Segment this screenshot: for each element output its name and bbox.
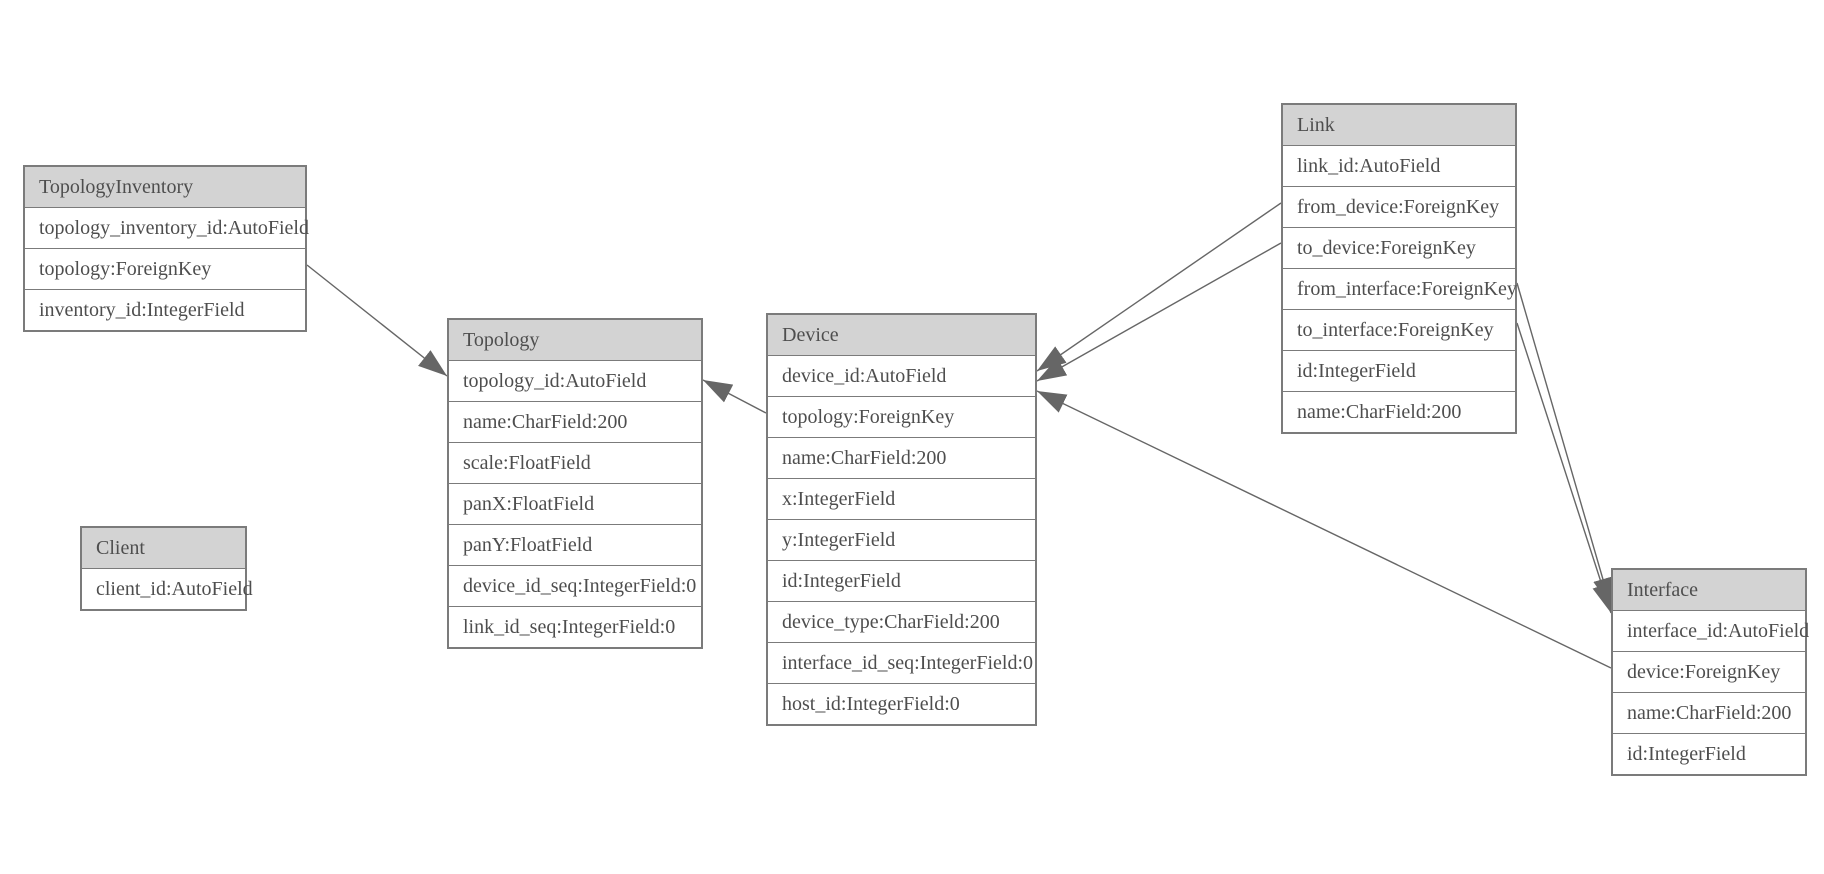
edge-topologyinventory-topology: [306, 264, 448, 377]
field-device-x: x:IntegerField: [768, 479, 1035, 520]
field-topology-id: topology_id:AutoField: [449, 361, 701, 402]
field-topology-panx: panX:FloatField: [449, 484, 701, 525]
field-client-id: client_id:AutoField: [82, 569, 253, 609]
entity-client: Client client_id:AutoField: [80, 526, 253, 611]
field-link-name: name:CharField:200: [1283, 392, 1515, 432]
field-topology-device-id-seq: device_id_seq:IntegerField:0: [449, 566, 701, 607]
field-link-id-auto: link_id:AutoField: [1283, 146, 1515, 187]
field-device-host-id: host_id:IntegerField:0: [768, 684, 1035, 724]
entity-link-title: Link: [1283, 105, 1515, 146]
field-device-id-auto: device_id:AutoField: [768, 356, 1035, 397]
field-link-to-device: to_device:ForeignKey: [1283, 228, 1515, 269]
field-topology-scale: scale:FloatField: [449, 443, 701, 484]
entity-topology-inventory: TopologyInventory topology_inventory_id:…: [23, 165, 309, 332]
edge-link-tointerface-interface: [1516, 322, 1612, 614]
entity-device-title: Device: [768, 315, 1035, 356]
entity-topology-title: Topology: [449, 320, 701, 361]
field-link-from-interface: from_interface:ForeignKey: [1283, 269, 1517, 310]
entity-device: Device device_id:AutoField topology:Fore…: [766, 313, 1037, 726]
field-device-y: y:IntegerField: [768, 520, 1035, 561]
field-interface-name: name:CharField:200: [1613, 693, 1805, 734]
field-topology-inventory-inventory-id: inventory_id:IntegerField: [25, 290, 305, 330]
entity-interface-title: Interface: [1613, 570, 1805, 611]
entity-client-title: Client: [82, 528, 245, 569]
field-interface-id-auto: interface_id:AutoField: [1613, 611, 1809, 652]
edge-device-topology: [702, 379, 767, 414]
edge-link-todevice-device: [1036, 242, 1282, 382]
entity-interface: Interface interface_id:AutoField device:…: [1611, 568, 1809, 776]
field-device-interface-id-seq: interface_id_seq:IntegerField:0: [768, 643, 1035, 684]
field-topology-name: name:CharField:200: [449, 402, 701, 443]
field-link-from-device: from_device:ForeignKey: [1283, 187, 1515, 228]
field-device-topology: topology:ForeignKey: [768, 397, 1035, 438]
field-link-id: id:IntegerField: [1283, 351, 1515, 392]
entity-topology-inventory-title: TopologyInventory: [25, 167, 305, 208]
field-link-to-interface: to_interface:ForeignKey: [1283, 310, 1515, 351]
field-interface-id: id:IntegerField: [1613, 734, 1805, 774]
field-device-id: id:IntegerField: [768, 561, 1035, 602]
field-topology-link-id-seq: link_id_seq:IntegerField:0: [449, 607, 701, 647]
field-topology-pany: panY:FloatField: [449, 525, 701, 566]
field-topology-inventory-id: topology_inventory_id:AutoField: [25, 208, 309, 249]
entity-link: Link link_id:AutoField from_device:Forei…: [1281, 103, 1517, 434]
field-topology-inventory-topology: topology:ForeignKey: [25, 249, 305, 290]
field-device-name: name:CharField:200: [768, 438, 1035, 479]
edge-link-fromdevice-device: [1036, 202, 1282, 372]
field-interface-device: device:ForeignKey: [1613, 652, 1805, 693]
field-device-type: device_type:CharField:200: [768, 602, 1035, 643]
edge-interface-device: [1036, 390, 1612, 669]
edge-link-frominterface-interface: [1516, 282, 1613, 608]
entity-topology: Topology topology_id:AutoField name:Char…: [447, 318, 703, 649]
